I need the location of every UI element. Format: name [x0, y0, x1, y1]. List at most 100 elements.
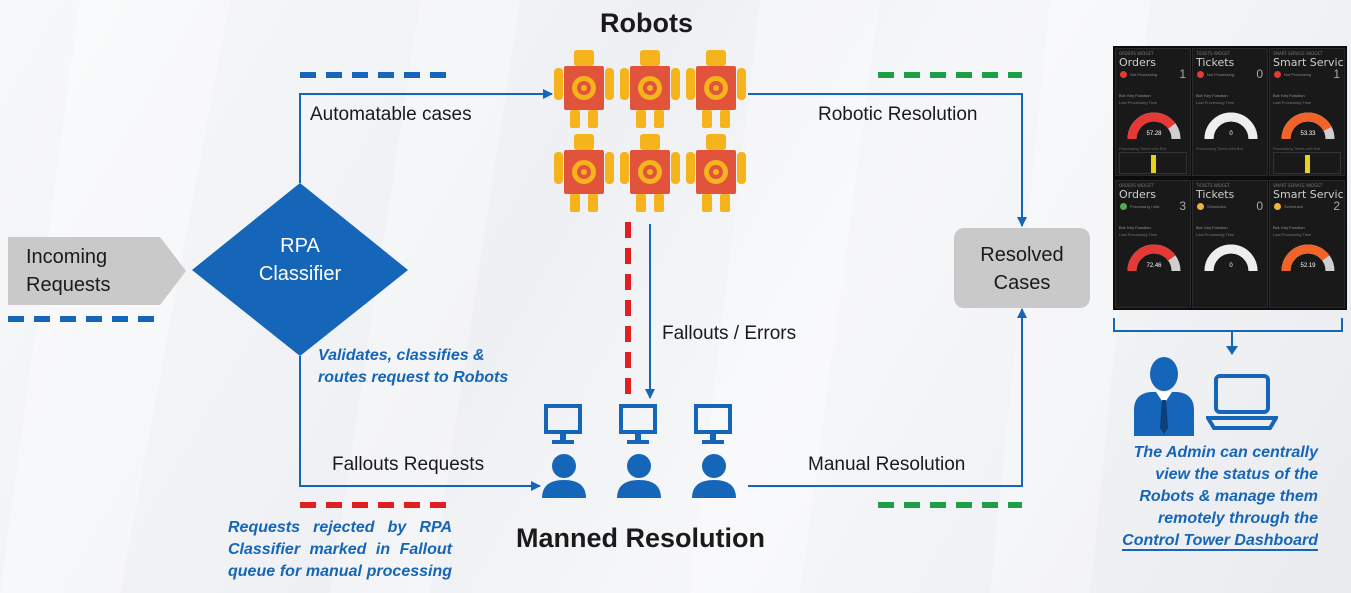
panel-caption: TICKETS WIDGET [1196, 51, 1231, 56]
monitor-icon [694, 404, 732, 444]
dashboard-bracket [1113, 318, 1343, 332]
robot-icon [686, 50, 746, 128]
panel-caption: SMART SERVICE WIDGET [1273, 51, 1323, 56]
panel-status: Scheduled [1284, 204, 1303, 209]
classifier-line1: RPA [280, 235, 320, 257]
edge-manual-resolution [748, 308, 1027, 487]
panel-title: Orders [1119, 188, 1156, 201]
panel-status: Not Processing [1284, 72, 1312, 77]
panel-status: Scheduled [1207, 204, 1226, 209]
admin-note-line: The Admin can centrally [1133, 444, 1318, 461]
processing-bar [1273, 152, 1341, 174]
processing-bar [1119, 152, 1187, 174]
incoming-line1: Incoming [26, 246, 108, 268]
robotic-resolution-label: Robotic Resolution [818, 104, 978, 125]
panel-bar-label: Processing Times with Bot [1273, 146, 1320, 151]
classifier-label: RPA Classifier [240, 232, 360, 288]
panel-count: 1 [1333, 67, 1340, 81]
gauge-value: 0 [1229, 263, 1233, 269]
panel-bar-label: Processing Times with Bot [1119, 146, 1166, 151]
panel-subtitle: Bot: Key Function [1273, 93, 1305, 98]
incoming-requests-box [8, 237, 186, 305]
panel-bar-label: Processing Times with Bot [1196, 146, 1243, 151]
panel-subtitle: Bot: Key Function [1196, 225, 1228, 230]
user-icon [692, 454, 736, 498]
classifier-note-line: routes request to Robots [318, 369, 509, 386]
admin-note-line: view the status of the [1155, 466, 1318, 483]
gauge [1204, 244, 1258, 272]
status-dot-icon [1120, 203, 1127, 210]
panel-caption: SMART SERVICE WIDGET [1273, 183, 1323, 188]
gauge [1127, 112, 1181, 140]
admin-note-underlined: Control Tower Dashboard [1122, 532, 1318, 551]
rejected-note-line: queue for manual processing [228, 563, 452, 580]
panel-title: Orders [1119, 56, 1156, 69]
rpa-classifier-diamond [192, 183, 408, 356]
panel-subtitle-2: Last Processing Time [1273, 100, 1312, 105]
panel-subtitle-2: Last Processing Time [1273, 232, 1312, 237]
edge-fallout-requests [299, 356, 541, 491]
processing-bar-fill [1305, 155, 1310, 173]
incoming-requests-label: Incoming Requests [26, 243, 111, 299]
panel-subtitle: Bot: Key Function [1119, 93, 1151, 98]
status-dot-icon [1197, 71, 1204, 78]
automatable-label: Automatable cases [310, 104, 472, 125]
user-icon [542, 454, 586, 498]
admin-note-line: Robots & manage them [1139, 488, 1318, 505]
admin-icon [1134, 357, 1194, 436]
panel-status: Not Processing [1207, 72, 1235, 77]
gauge-value: 72.46 [1146, 263, 1162, 269]
panel-status: Not Processing [1130, 72, 1158, 77]
robots-title: Robots [600, 8, 693, 38]
gauge [1127, 244, 1181, 272]
robot-icon [554, 134, 614, 212]
panel-title: Tickets [1196, 56, 1235, 69]
panel-caption: ORDERS WIDGET [1119, 51, 1154, 56]
panel-subtitle: Bot: Key Function [1196, 93, 1228, 98]
monitor-icon [544, 404, 582, 444]
panel-caption: TICKETS WIDGET [1196, 183, 1231, 188]
edge-robotic-resolution [748, 93, 1027, 227]
processing-bar-fill [1151, 155, 1156, 173]
panel-subtitle-2: Last Processing Time [1196, 100, 1235, 105]
gauge-value: 57.28 [1146, 131, 1162, 137]
classifier-note: Validates, classifies & routes request t… [318, 345, 508, 389]
panel-subtitle-2: Last Processing Time [1119, 100, 1158, 105]
manned-resolution-title: Manned Resolution [516, 523, 765, 553]
resolved-cases-label: Resolved Cases [954, 241, 1090, 297]
resolved-line1: Resolved [980, 244, 1064, 266]
monitor-icon [619, 404, 657, 444]
panel-status: Processing / Idle [1130, 204, 1160, 209]
status-dot-icon [1120, 71, 1127, 78]
status-dot-icon [1274, 203, 1281, 210]
gauge [1281, 112, 1335, 140]
manned-group [542, 404, 736, 498]
gauge [1281, 244, 1335, 272]
panel-title: Smart Service [1273, 56, 1345, 69]
panel-count: 1 [1179, 67, 1186, 81]
status-dot-icon [1274, 71, 1281, 78]
panel-count: 2 [1333, 199, 1340, 213]
panel-count: 0 [1256, 199, 1263, 213]
gauge-value: 53.33 [1300, 131, 1316, 137]
classifier-line2: Classifier [258, 263, 342, 285]
panel-count: 3 [1179, 199, 1186, 213]
fallouts-errors-label: Fallouts / Errors [662, 323, 797, 344]
rejected-note: Requests rejected by RPA Classifier mark… [228, 517, 452, 583]
panel-count: 0 [1256, 67, 1263, 81]
robots-group [554, 50, 746, 212]
resolved-cases-box [954, 228, 1090, 308]
rejected-note-line: Classifier marked in Fallout [228, 541, 452, 558]
panel-subtitle: Bot: Key Function [1119, 225, 1151, 230]
panel-subtitle-2: Last Processing Time [1196, 232, 1235, 237]
panel-caption: ORDERS WIDGET [1119, 183, 1154, 188]
panel-subtitle-2: Last Processing Time [1119, 232, 1158, 237]
robot-icon [620, 134, 680, 212]
fallouts-requests-label: Fallouts Requests [332, 454, 485, 475]
